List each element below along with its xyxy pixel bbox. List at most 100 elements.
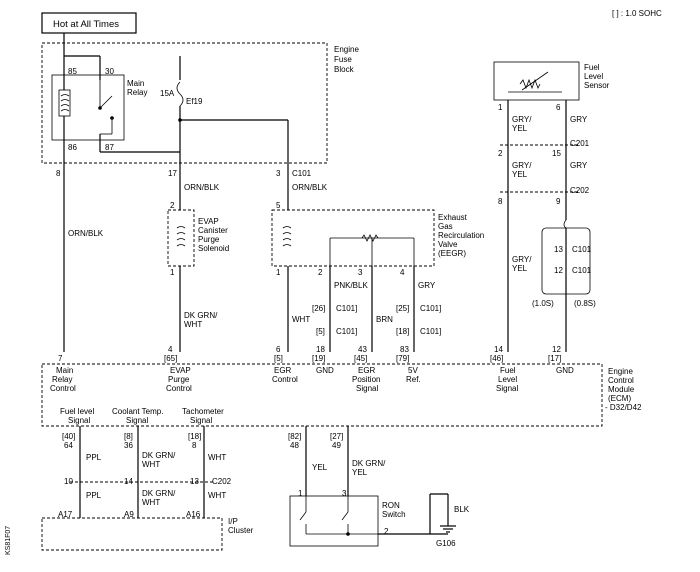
ecm-b27: [27]: [330, 432, 343, 441]
wire-orn-blk-1: ORN/BLK: [68, 229, 104, 238]
c101-pin-12: 12: [554, 266, 563, 275]
ecm-pin-18b: [19]: [312, 354, 325, 363]
eegr-label-2: Gas: [438, 222, 453, 231]
ecm-pin-6b: [5]: [274, 354, 283, 363]
ecm-box: [41, 363, 603, 427]
c202-p10: 10: [64, 477, 73, 486]
eegr-pin-2: 2: [318, 268, 323, 277]
c101-pin-13: 13: [554, 245, 563, 254]
fuel-sensor-pin-1: 1: [498, 103, 503, 112]
ron-pin-1: 1: [298, 489, 303, 498]
ecm-pin-83: 83: [400, 345, 409, 354]
wire-gry-yel-1a: GRY/: [512, 115, 532, 124]
c202-p13: 13: [190, 477, 199, 486]
hot-at-all-times-box: [41, 12, 137, 34]
ecm-pin-14b: [46]: [490, 354, 503, 363]
ecm-label-pos-2: Position: [352, 375, 380, 384]
c202-pin-9: 9: [556, 197, 561, 206]
fuel-sensor-pin-6: 6: [556, 103, 561, 112]
ecm-label-evap-3: Control: [166, 384, 192, 393]
wire-orn-blk-2: ORN/BLK: [184, 183, 220, 192]
out-3: 3: [276, 169, 281, 178]
wire-blk: BLK: [454, 505, 470, 514]
ron-pin-3: 3: [342, 489, 347, 498]
ron-pin-2: 2: [384, 527, 389, 536]
c101-18b: C101]: [420, 327, 441, 336]
pin-85: 85: [68, 67, 77, 76]
ron-switch-box: [289, 495, 379, 547]
ecm-title-1: Engine: [608, 367, 633, 376]
ground-g106: G106: [436, 539, 456, 548]
wire-dkgrn-wht-b1: DK GRN/: [142, 451, 176, 460]
cluster-label-1: I/P: [228, 517, 238, 526]
ecm-label-fuel-2: Level: [498, 375, 517, 384]
wire-pnk-blk: PNK/BLK: [334, 281, 368, 290]
ecm-label-5v-1: 5V: [408, 366, 418, 375]
wire-wht-tach-1: WHT: [208, 453, 226, 462]
eegr-label-1: Exhaust: [438, 213, 468, 222]
c101-25a: [25]: [396, 304, 409, 313]
fuel-sensor-label-3: Sensor: [584, 81, 610, 90]
ron-label-1: RON: [382, 501, 400, 510]
wire-ppl-2: PPL: [86, 491, 102, 500]
fuse-name: Ef19: [186, 97, 203, 106]
c201-pin-15: 15: [552, 149, 561, 158]
evap-label-3: Purge: [198, 235, 220, 244]
c202-p14: 14: [124, 477, 133, 486]
wire-gry-yel-2a: GRY/: [512, 161, 532, 170]
ecm-label-egr-1: EGR: [274, 366, 292, 375]
wire-dkgrn-wht-c2: WHT: [142, 498, 160, 507]
ecm-pin-12b: [17]: [548, 354, 561, 363]
cluster-a9: A9: [124, 510, 134, 519]
ecm-b82: [82]: [288, 432, 301, 441]
pin-87: 87: [105, 143, 114, 152]
eegr-box: [271, 209, 435, 267]
ecm-label-tach-2: Signal: [190, 416, 212, 425]
fuse-block-title-3: Block: [334, 65, 355, 74]
wire-gry-yel-3b: YEL: [512, 264, 528, 273]
ecm-label-pos-3: Signal: [356, 384, 378, 393]
ecm-label-gnd-2: GND: [556, 366, 574, 375]
ecm-label-evap-1: EVAP: [170, 366, 191, 375]
c101-label-a: C101: [572, 245, 592, 254]
ron-label-2: Switch: [382, 510, 406, 519]
main-relay-box: [51, 74, 125, 141]
eegr-label-5: (EEGR): [438, 249, 466, 258]
cluster-a17: A17: [58, 510, 73, 519]
ecm-pin-14: 14: [494, 345, 503, 354]
legend-text: [ ] : 1.0 SOHC: [612, 9, 662, 18]
ecm-b48: 48: [290, 441, 299, 450]
eegr-label-3: Recirculation: [438, 231, 484, 240]
size-08s: (0.8S): [574, 299, 596, 308]
evap-label-2: Canister: [198, 226, 228, 235]
ecm-pin-6: 6: [276, 345, 281, 354]
ecm-label-main-3: Control: [50, 384, 76, 393]
ecm-label-main-2: Relay: [52, 375, 72, 384]
fuse-block-title-1: Engine: [334, 45, 359, 54]
cluster-label-2: Cluster: [228, 526, 254, 535]
c101-25b: C101]: [420, 304, 441, 313]
out-17: 17: [168, 169, 177, 178]
ecm-title-2: Control: [608, 376, 634, 385]
ecm-label-ct-1: Coolant Temp.: [112, 407, 163, 416]
c202-label: C202: [570, 186, 590, 195]
eegr-pin-1: 1: [276, 268, 281, 277]
ecm-pin-18: 18: [316, 345, 325, 354]
c101-26a: [26]: [312, 304, 325, 313]
wire-dkgrn-wht-a2: WHT: [184, 320, 202, 329]
evap-label-1: EVAP: [198, 217, 219, 226]
ecm-b40: [40]: [62, 432, 75, 441]
ecm-title-5: - D32/D42: [605, 403, 642, 412]
out-8: 8: [56, 169, 61, 178]
c101-18a: [18]: [396, 327, 409, 336]
c202-pin-8: 8: [498, 197, 503, 206]
evap-pin-1: 1: [170, 268, 175, 277]
ecm-pin-4: 4: [168, 345, 173, 354]
c101-5b: C101]: [336, 327, 357, 336]
fuse-block-title-2: Fuse: [334, 55, 352, 64]
wire-gry-yel-1b: YEL: [512, 124, 528, 133]
cluster-a16: A16: [186, 510, 201, 519]
wire-wht-egr: WHT: [292, 315, 310, 324]
wire-gry-yel-3a: GRY/: [512, 255, 532, 264]
